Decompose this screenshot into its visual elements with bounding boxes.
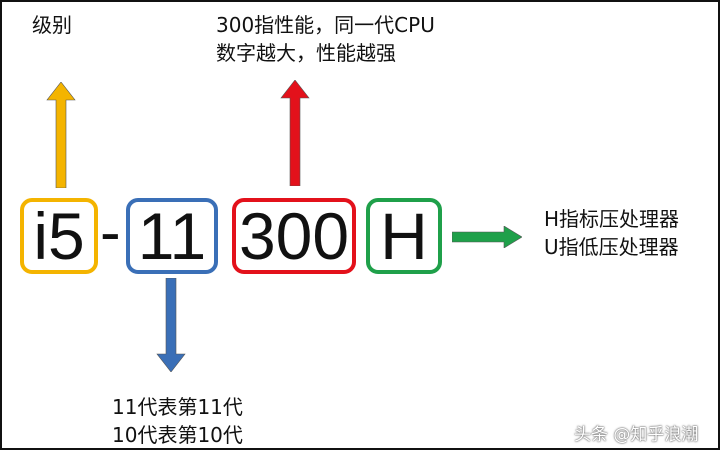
segment-box-generation: 11 bbox=[126, 198, 218, 274]
arrow-up-level bbox=[46, 82, 76, 188]
watermark: 头条 @知乎浪潮 bbox=[574, 425, 699, 445]
label-gen-line2: 10代表第10代 bbox=[112, 423, 243, 447]
label-level: 级别 bbox=[32, 13, 72, 37]
segment-box-suffix: H bbox=[366, 198, 442, 274]
segment-box-brand: i5 bbox=[20, 198, 98, 274]
arrow-right-suffix bbox=[452, 226, 522, 248]
label-sku-line1: 300指性能，同一代CPU bbox=[216, 13, 435, 37]
arrow-down-generation bbox=[156, 278, 186, 372]
label-suffix-line1: H指标压处理器 bbox=[544, 207, 680, 231]
arrow-up-sku bbox=[280, 80, 310, 186]
segment-box-sku: 300 bbox=[232, 198, 356, 274]
separator-dash: - bbox=[100, 198, 121, 267]
label-gen-line1: 11代表第11代 bbox=[112, 395, 243, 419]
label-suffix-line2: U指低压处理器 bbox=[544, 235, 679, 259]
label-sku-line2: 数字越大，性能越强 bbox=[216, 41, 396, 65]
